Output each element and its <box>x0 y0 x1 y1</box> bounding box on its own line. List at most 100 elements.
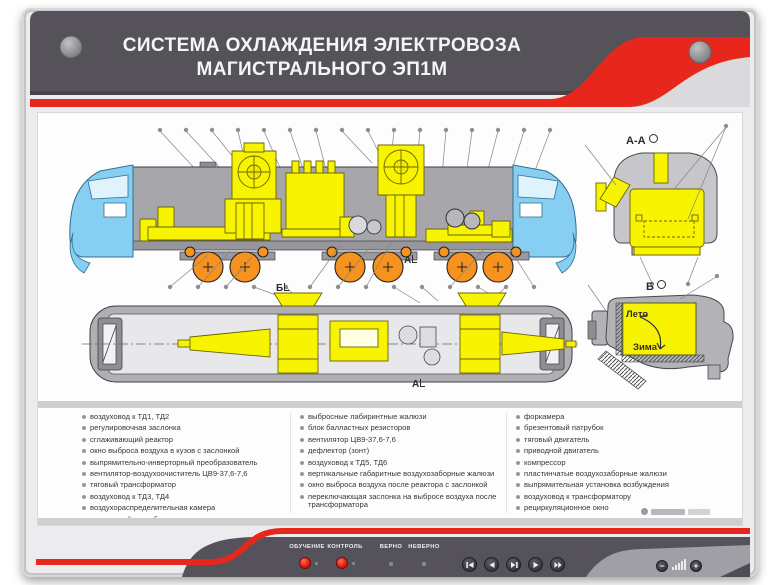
legend-item: пластинчатые воздухозаборные жалюзи <box>516 469 722 478</box>
legend-item: блок балластных резисторов <box>300 424 506 432</box>
equipment-plan-view <box>177 292 577 374</box>
summer-label: Лето <box>626 309 649 320</box>
cut-tick-icon <box>420 379 426 387</box>
training-mode-button[interactable] <box>299 557 311 569</box>
cut-marker-a-bottom: А <box>412 379 426 390</box>
screw-top-right-icon <box>688 40 712 64</box>
bullet-icon <box>516 415 520 419</box>
section-b-label: Б <box>646 280 666 293</box>
legend-item: тяговый трансформатор <box>82 481 288 489</box>
bullet-icon <box>300 471 304 476</box>
cut-tick-icon <box>412 255 418 263</box>
legend-top-divider <box>38 401 742 408</box>
cab-left <box>69 164 134 274</box>
vendor-logo-icon <box>641 508 648 515</box>
step-back-button[interactable] <box>484 557 499 572</box>
bullet-icon <box>300 426 304 431</box>
header-band <box>30 11 750 107</box>
legend-item: форкамера <box>516 412 722 421</box>
section-aa-label: А-А <box>626 134 658 147</box>
play-pause-icon <box>510 561 518 568</box>
control-bar-background <box>36 528 750 577</box>
bullet-icon <box>82 494 86 499</box>
skip-forward-icon <box>553 561 562 568</box>
bullet-icon <box>516 494 520 499</box>
bullet-icon <box>516 506 520 511</box>
legend-bottom-divider <box>38 518 742 525</box>
step-forward-button[interactable] <box>528 557 543 572</box>
bullet-icon <box>300 460 304 465</box>
incorrect-led <box>422 562 426 566</box>
cross-leader-lines <box>584 144 617 312</box>
legend-item: выпрямительная установка возбуждения <box>516 481 722 489</box>
legend-item: воздухораспределительная камера <box>82 503 288 512</box>
legend-item: воздуховод к ТД5, ТД6 <box>300 458 506 467</box>
legend-item: брезентовый патрубок <box>516 424 722 432</box>
winter-label: Зима <box>633 342 657 353</box>
bullet-icon <box>82 449 86 454</box>
bullet-icon <box>300 449 304 454</box>
bullet-icon <box>300 415 304 419</box>
skip-back-button[interactable] <box>462 557 477 572</box>
legend-item: тяговый двигатель <box>516 435 722 444</box>
bullet-icon <box>516 471 520 476</box>
control-indicator-led <box>352 562 355 565</box>
view-direction-icon <box>656 280 666 289</box>
control-mode-button[interactable] <box>336 557 348 569</box>
bullet-icon <box>516 426 520 431</box>
screw-top-left-icon <box>59 35 83 59</box>
cut-marker-a-text: А <box>412 379 420 390</box>
play-pause-button[interactable] <box>506 557 521 572</box>
volume-indicator <box>672 559 686 570</box>
section-aa-text: А-А <box>626 135 646 147</box>
cab-right <box>512 164 577 274</box>
title-line-2: МАГИСТРАЛЬНОГО ЭП1М <box>196 59 448 80</box>
bullet-icon <box>82 506 86 511</box>
vendor-logo <box>641 507 710 516</box>
bullet-icon <box>300 483 304 488</box>
legend-item: вентилятор ЦВ9-37,6-7,6 <box>300 435 506 444</box>
volume-down-button[interactable]: − <box>656 560 668 572</box>
bullet-icon <box>516 437 520 442</box>
legend-item: переключающая заслонка на выбросе воздух… <box>300 492 506 509</box>
volume-up-button[interactable]: + <box>690 560 702 572</box>
training-stand: СИСТЕМА ОХЛАЖДЕНИЯ ЭЛЕКТРОВОЗА МАГИСТРАЛ… <box>22 8 758 577</box>
legend-divider <box>290 413 291 513</box>
legend-column-3: форкамера брезентовый патрубок тяговый д… <box>516 412 722 516</box>
legend-item: воздуховод к ТД3, ТД4 <box>82 492 288 501</box>
bullet-icon <box>516 460 520 465</box>
legend-item: окно выброса воздуха в кузов с заслонкой <box>82 446 288 455</box>
auxiliary-machines <box>348 208 481 235</box>
training-indicator-led <box>315 562 318 565</box>
section-b-text: Б <box>646 281 654 293</box>
view-direction-icon <box>648 134 658 143</box>
section-aa-drawing <box>595 123 729 287</box>
legend-item: приводной двигатель <box>516 446 722 455</box>
bullet-icon <box>516 449 520 454</box>
legend-divider <box>506 413 507 513</box>
legend-item: окно выброса воздуха после реактора с за… <box>300 481 506 489</box>
cut-marker-a-text: А <box>404 255 412 266</box>
legend-item: выбросные лабиринтные жалюзи <box>300 412 506 421</box>
skip-back-icon <box>465 561 473 568</box>
training-mode-label: ОБУЧЕНИЕ <box>289 544 325 550</box>
plan-view-drawing <box>82 292 580 383</box>
skip-forward-button[interactable] <box>550 557 565 572</box>
legend-column-2: выбросные лабиринтные жалюзи блок баллас… <box>300 412 506 512</box>
bullet-icon <box>516 483 520 488</box>
legend-item: воздуховод к ТД1, ТД2 <box>82 412 288 421</box>
cut-tick-icon <box>284 283 290 291</box>
plan-aux-machines <box>398 325 441 366</box>
step-back-icon <box>489 561 494 568</box>
page-title: СИСТЕМА ОХЛАЖДЕНИЯ ЭЛЕКТРОВОЗА МАГИСТРАЛ… <box>92 34 552 82</box>
bullet-icon <box>82 471 86 476</box>
legend-item: выпрямительно-инверторный преобразовател… <box>82 458 288 467</box>
bogies-and-wheels <box>179 246 530 283</box>
bullet-icon <box>82 483 86 488</box>
bullet-icon <box>82 426 86 431</box>
correct-label: ВЕРНО <box>379 544 403 550</box>
section-b-drawing <box>587 273 734 390</box>
legend-item: регулировочная заслонка <box>82 424 288 432</box>
cut-marker-b: Б <box>276 283 290 294</box>
cooling-system-diagram <box>69 123 734 390</box>
